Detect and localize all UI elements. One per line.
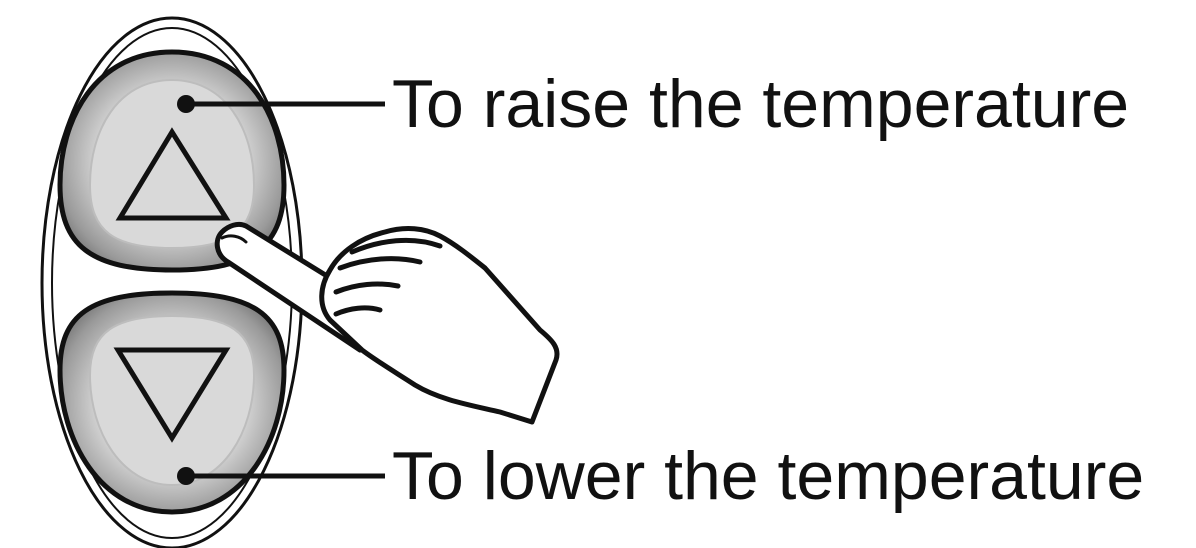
lower-label: To lower the temperature bbox=[392, 438, 1144, 514]
raise-label: To raise the temperature bbox=[392, 66, 1129, 142]
